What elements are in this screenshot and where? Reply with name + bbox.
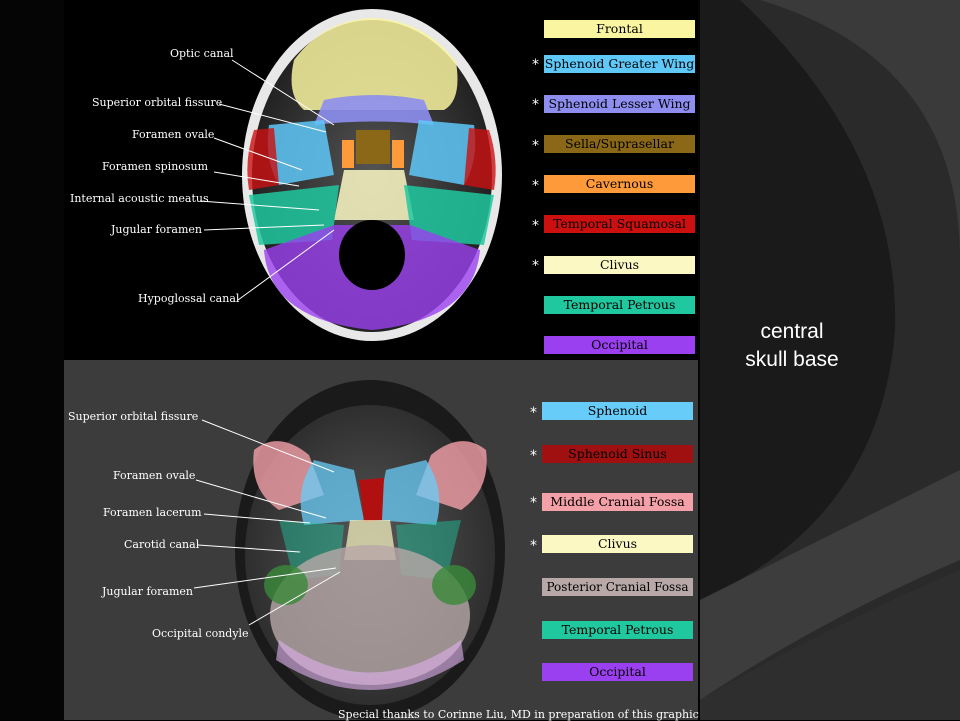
label-foramen-lacerum: Foramen lacerum: [103, 506, 202, 519]
legend-sphenoid: Sphenoid: [542, 402, 693, 420]
label-occipital-condyle: Occipital condyle: [152, 627, 249, 640]
credit-text: Special thanks to Corinne Liu, MD in pre…: [338, 708, 699, 721]
star-middle-cranial-fossa: *: [530, 495, 537, 511]
star-sphenoid-sinus: *: [530, 448, 537, 464]
legend-sella-suprasellar: Sella/Suprasellar: [544, 135, 695, 153]
label-jugular-foramen-bottom: Jugular foramen: [102, 585, 193, 598]
label-foramen-spinosum: Foramen spinosum: [102, 160, 209, 173]
star-clivus-bottom: *: [530, 538, 537, 554]
legend-temporal-squamosal: Temporal Squamosal: [544, 215, 695, 233]
label-foramen-ovale-bottom: Foramen ovale: [113, 469, 196, 482]
label-foramen-ovale: Foramen ovale: [132, 128, 215, 141]
legend-temporal-petrous-bottom: Temporal Petrous: [542, 621, 693, 639]
slide-title-line1: central: [760, 320, 824, 343]
star-clivus: *: [532, 258, 539, 274]
label-superior-orbital-fissure-bottom: Superior orbital fissure: [68, 410, 199, 423]
legend-posterior-cranial-fossa: Posterior Cranial Fossa: [542, 578, 693, 596]
star-temporal-squamosal: *: [532, 218, 539, 234]
legend-sphenoid-greater-wing: Sphenoid Greater Wing: [544, 55, 695, 73]
label-optic-canal: Optic canal: [170, 47, 234, 60]
label-jugular-foramen: Jugular foramen: [111, 223, 202, 236]
label-internal-acoustic-meatus: Internal acoustic meatus: [70, 192, 209, 205]
legend-occipital-bottom: Occipital: [542, 663, 693, 681]
star-sphenoid: *: [530, 405, 537, 421]
slide-title: central skull base: [724, 318, 860, 374]
legend-sphenoid-sinus: Sphenoid Sinus: [542, 445, 693, 463]
legend-middle-cranial-fossa: Middle Cranial Fossa: [542, 493, 693, 511]
legend-temporal-petrous: Temporal Petrous: [544, 296, 695, 314]
label-superior-orbital-fissure: Superior orbital fissure: [92, 96, 223, 109]
slide-title-line2: skull base: [745, 348, 839, 371]
label-carotid-canal: Carotid canal: [124, 538, 200, 551]
star-sella: *: [532, 138, 539, 154]
star-sphenoid-lesser-wing: *: [532, 97, 539, 113]
legend-clivus-bottom: Clivus: [542, 535, 693, 553]
star-sphenoid-greater-wing: *: [532, 57, 539, 73]
top-skull-base-illustration: [199, 9, 502, 341]
legend-occipital: Occipital: [544, 336, 695, 354]
label-hypoglossal-canal: Hypoglossal canal: [138, 292, 240, 305]
star-cavernous: *: [532, 178, 539, 194]
legend-sphenoid-lesser-wing: Sphenoid Lesser Wing: [544, 95, 695, 113]
legend-frontal: Frontal: [544, 20, 695, 38]
legend-cavernous: Cavernous: [544, 175, 695, 193]
legend-clivus: Clivus: [544, 256, 695, 274]
